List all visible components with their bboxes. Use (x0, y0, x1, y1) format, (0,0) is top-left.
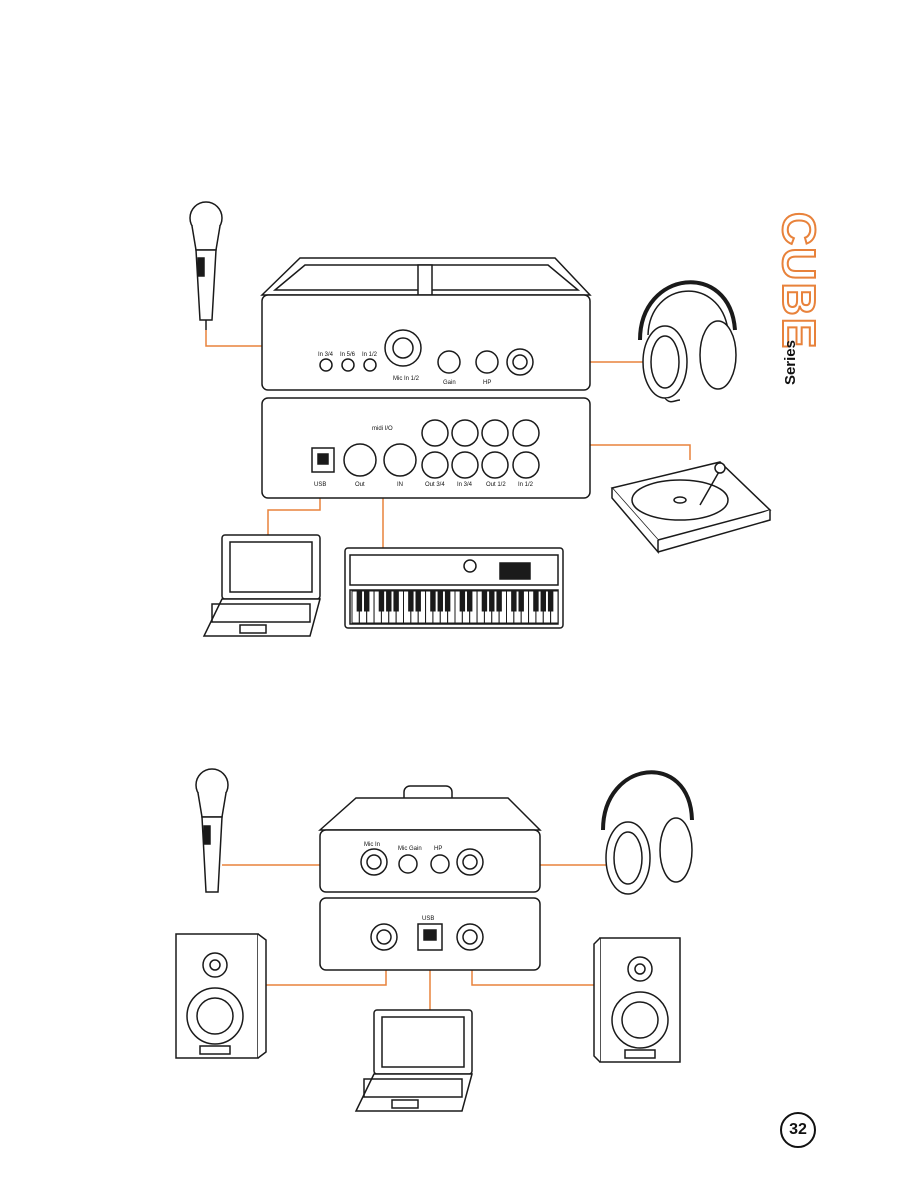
label-hp: HP (483, 380, 491, 386)
label-midi-io: midi I/O (372, 426, 393, 432)
black-key (540, 590, 546, 612)
black-key (489, 590, 495, 612)
black-key (356, 590, 363, 612)
speaker-left-icon (175, 933, 267, 1059)
label-gain: Gain (443, 380, 456, 386)
label-midi-in: IN (397, 482, 403, 488)
label-mic-gain: Mic Gain (398, 846, 422, 852)
keyboard-keys (351, 590, 559, 624)
turntable-icon (610, 461, 772, 555)
unit-top-labels: In 3/4 In 5/6 In 1/2 Mic In 1/2 Gain HP … (314, 352, 534, 488)
page-number: 32 (780, 1112, 816, 1148)
label-in34-front: In 3/4 (318, 352, 334, 358)
brand-sub: Series (782, 340, 799, 386)
label-usb-bottom: USB (422, 916, 434, 922)
black-key (533, 590, 539, 612)
black-key (459, 590, 466, 612)
black-key (386, 590, 392, 612)
black-key (430, 590, 436, 612)
black-key (518, 590, 524, 612)
label-out34: Out 3/4 (425, 482, 445, 488)
label-in12-front: In 1/2 (362, 352, 378, 358)
label-out12: Out 1/2 (486, 482, 506, 488)
audio-interface-bottom (318, 785, 542, 971)
black-key (547, 590, 554, 612)
microphone-icon (195, 768, 229, 893)
black-key (511, 590, 517, 612)
audio-interface-top (260, 257, 592, 499)
label-in12-rear: In 1/2 (518, 482, 534, 488)
black-key (364, 590, 370, 612)
label-usb-top: USB (314, 482, 326, 488)
headphones-icon (638, 280, 737, 403)
black-key (467, 590, 473, 612)
brand-logo: CUBE Series (772, 211, 826, 402)
black-key (415, 590, 421, 612)
black-key (481, 590, 488, 612)
label-in56-front: In 5/6 (340, 352, 356, 358)
label-midi-out: Out (355, 482, 365, 488)
black-key (437, 590, 443, 612)
speaker-right-icon (593, 937, 681, 1063)
black-key (496, 590, 502, 612)
headphones-icon (601, 770, 694, 895)
unit-bottom-labels: Mic In Mic Gain HP USB (364, 842, 442, 922)
black-key (378, 590, 385, 612)
black-key (408, 590, 414, 612)
label-in34-rear: In 3/4 (457, 482, 473, 488)
laptop-icon (354, 1009, 473, 1112)
microphone-icon (189, 201, 223, 330)
label-mic-in: Mic In 1/2 (393, 376, 420, 382)
label-mic-in-bottom: Mic In (364, 842, 380, 848)
laptop-icon (202, 534, 321, 637)
black-key (393, 590, 399, 612)
black-key (444, 590, 451, 612)
brand-name: CUBE (772, 211, 826, 351)
label-hp-bottom: HP (434, 846, 442, 852)
